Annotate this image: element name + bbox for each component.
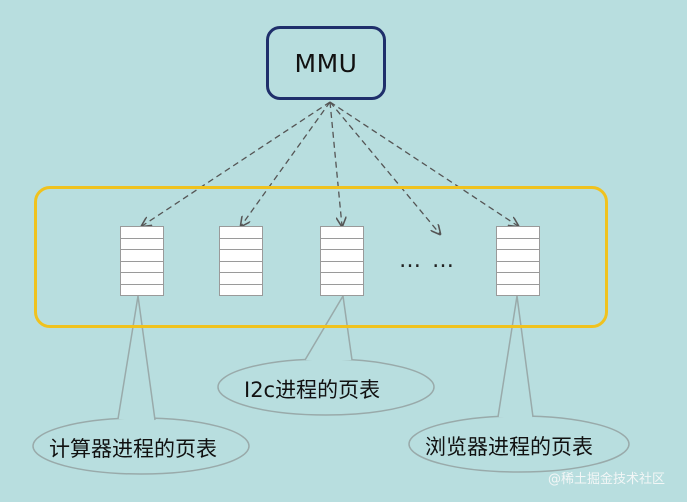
arrow-to-table-5 bbox=[329, 101, 518, 226]
ellipsis-more-tables: … … bbox=[399, 248, 456, 273]
page-table-2 bbox=[219, 226, 263, 296]
process-container bbox=[34, 186, 608, 328]
arrow-to-table-3 bbox=[329, 101, 342, 226]
callout-calculator-shape bbox=[32, 295, 250, 475]
watermark: @稀土掘金技术社区 bbox=[548, 472, 666, 487]
arrow-to-table-2 bbox=[241, 101, 331, 226]
callout-browser-label: 浏览器进程的页表 bbox=[425, 435, 593, 459]
callout-browser-shape bbox=[408, 295, 630, 473]
page-table-calculator bbox=[120, 226, 164, 296]
callout-i2c-label: I2c进程的页表 bbox=[244, 378, 381, 402]
page-table-browser bbox=[496, 226, 540, 296]
callout-calculator-label: 计算器进程的页表 bbox=[49, 437, 217, 461]
arrow-to-table-1 bbox=[142, 101, 331, 226]
mmu-box: MMU bbox=[266, 26, 386, 100]
arrow-to-ellipsis bbox=[329, 101, 440, 234]
mmu-label: MMU bbox=[294, 48, 358, 78]
callout-i2c-shape bbox=[217, 293, 435, 416]
page-table-i2c bbox=[320, 226, 364, 296]
